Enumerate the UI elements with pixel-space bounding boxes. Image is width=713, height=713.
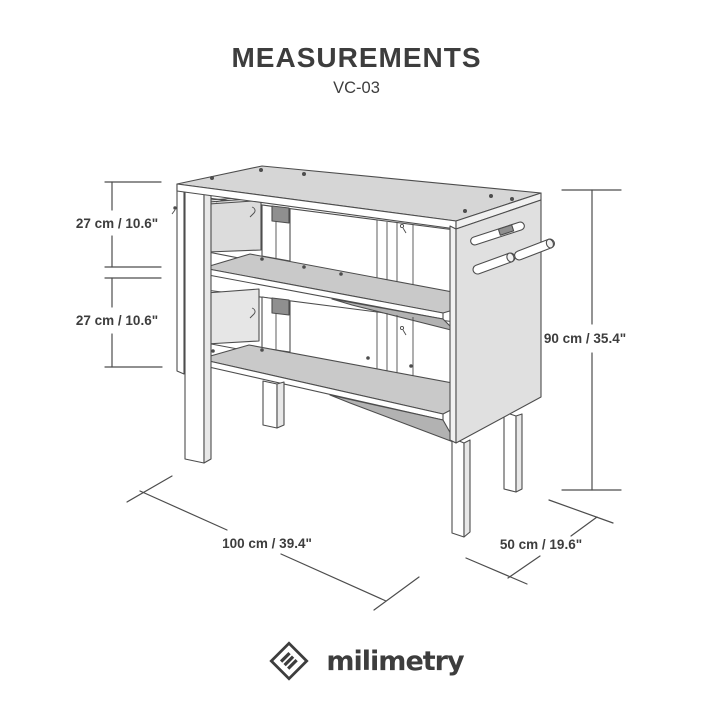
front-right-leg: [451, 437, 471, 538]
dimension-lower-gap-lines: [104, 277, 163, 368]
shelf-bracket-block-lower: [271, 297, 290, 316]
right-side-panel: [449, 199, 555, 444]
dimension-width-lines: [126, 475, 420, 611]
dimension-depth-lines: [465, 499, 614, 585]
back-right-leg: [503, 411, 523, 493]
upper-dowel-peg: [514, 238, 555, 261]
dimension-label-width: 100 cm / 39.4": [222, 536, 312, 551]
dimension-label-depth: 50 cm / 19.6": [500, 537, 582, 552]
inner-left-panel-upper: [207, 197, 262, 253]
front-left-leg: [184, 186, 212, 464]
upper-right-supports: [376, 220, 414, 285]
cable-hook-lower: [249, 307, 256, 319]
bottom-shelf: [199, 344, 491, 444]
middle-shelf: [202, 253, 491, 332]
dimension-upper-gap-lines: [104, 181, 162, 268]
dimension-height-lines: [561, 189, 622, 491]
dimension-label-height: 90 cm / 35.4": [544, 331, 626, 346]
brand-name: milimetry: [326, 645, 464, 677]
slot-bolt: [497, 224, 515, 236]
diamond-m-monogram-icon: [269, 641, 310, 681]
page-title: MEASUREMENTS: [231, 42, 482, 73]
shelf-bracket-block-upper: [271, 205, 290, 224]
product-code: VC-03: [333, 79, 380, 97]
back-left-leg: [262, 380, 285, 429]
dimension-label-lower-gap: 27 cm / 10.6": [76, 313, 158, 328]
brand-logo: milimetry: [8, 637, 713, 685]
dimension-label-upper-gap: 27 cm / 10.6": [76, 216, 158, 231]
lower-right-supports: [376, 312, 414, 376]
left-side-panel: [176, 183, 185, 375]
cable-hook-upper: [249, 206, 256, 218]
furniture-drawing: [171, 165, 555, 538]
dimension-annotations: 27 cm / 10.6" 27 cm / 10.6" 90 cm / 35.4…: [76, 181, 626, 611]
lower-dowel-peg: [472, 252, 516, 275]
